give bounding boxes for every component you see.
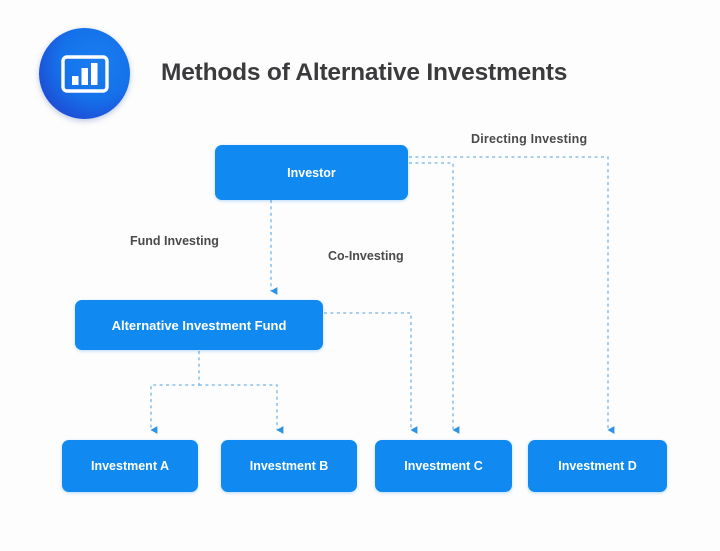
edge-fund-to-investment-a xyxy=(150,351,200,434)
edge-label-directing-investing: Directing Investing xyxy=(471,132,588,146)
node-alternative-investment-fund[interactable]: Alternative Investment Fund xyxy=(75,300,323,350)
node-investment-b[interactable]: Investment B xyxy=(221,440,357,492)
node-investor[interactable]: Investor xyxy=(215,145,408,200)
edge-fund-to-investment-c xyxy=(324,312,418,434)
logo-badge xyxy=(39,28,130,119)
edge-fund-to-investment-b xyxy=(199,384,284,434)
page-title: Methods of Alternative Investments xyxy=(161,59,568,86)
edge-label-co-investing: Co-Investing xyxy=(328,249,404,263)
node-investment-c[interactable]: Investment C xyxy=(375,440,512,492)
edge-label-fund-investing: Fund Investing xyxy=(130,234,219,248)
bar-chart-icon xyxy=(60,54,109,93)
node-investment-d[interactable]: Investment D xyxy=(528,440,667,492)
edge-investor-to-investment-c xyxy=(409,162,460,434)
node-investment-a[interactable]: Investment A xyxy=(62,440,198,492)
edge-investor-to-investment-d xyxy=(409,156,615,434)
